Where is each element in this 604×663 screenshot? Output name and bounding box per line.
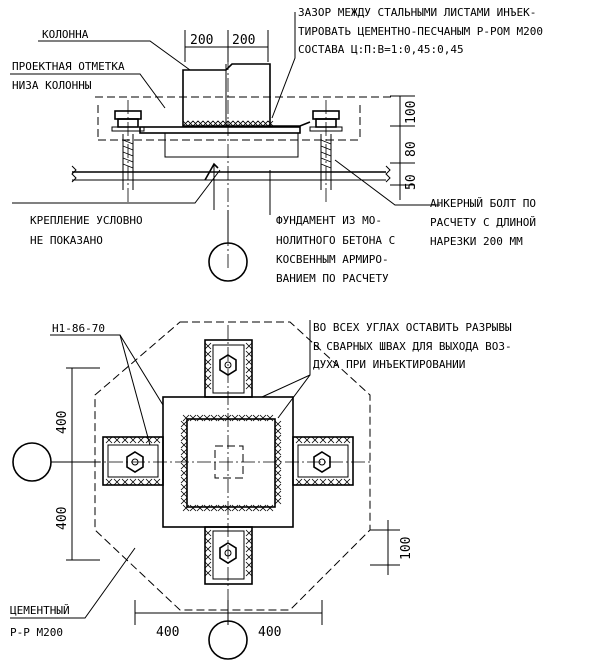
bolt-assembly-right	[292, 436, 354, 486]
label-corners-2: В СВАРНЫХ ШВАХ ДЛЯ ВЫХОДА ВОЗ-	[313, 340, 512, 353]
label-anchor-3: НАРЕЗКИ 200 ММ	[430, 235, 523, 248]
dim-plan-left-upper: 400	[55, 411, 70, 434]
label-fastening-2: НЕ ПОКАЗАНО	[30, 234, 103, 247]
label-anchor-1: АНКЕРНЫЙ БОЛТ ПО	[430, 197, 536, 210]
column-plan	[186, 418, 276, 508]
label-foundation-3: КОСВЕННЫМ АРМИРО-	[276, 253, 389, 266]
label-column: КОЛОННА	[42, 28, 89, 41]
axis-bubble-left	[12, 442, 52, 482]
foundation-outline-plan	[94, 321, 371, 611]
right-anchor-bolt	[270, 100, 343, 205]
bolt-assembly-bottom	[204, 526, 253, 585]
dim-top-right: 200	[232, 33, 255, 48]
dim-plan-left-lower: 400	[55, 507, 70, 530]
dim-plan-bottom-right: 400	[258, 625, 281, 640]
label-corners-1: ВО ВСЕХ УГЛАХ ОСТАВИТЬ РАЗРЫВЫ	[313, 321, 512, 334]
axis-bubble-top	[208, 242, 248, 282]
dim-plan-bottom-left: 400	[156, 625, 179, 640]
label-foundation-1: ФУНДАМЕНТ ИЗ МО-	[276, 214, 382, 227]
label-design-mark-2: НИЗА КОЛОННЫ	[12, 79, 92, 92]
label-fastening-1: КРЕПЛЕНИЕ УСЛОВНО	[30, 214, 143, 227]
label-gap-3: СОСТАВА Ц:П:В=1:0,45:0,45	[298, 43, 464, 56]
label-design-mark-1: ПРОЕКТНАЯ ОТМЕТКА	[12, 60, 125, 73]
label-cement-2: Р-Р М200	[10, 626, 63, 639]
bolt-assembly-left	[102, 436, 164, 486]
axis-bubble-bottom	[208, 620, 248, 660]
dim-top-left: 200	[190, 33, 213, 48]
label-foundation-2: НОЛИТНОГО БЕТОНА С	[276, 234, 395, 247]
label-gap-1: ЗАЗОР МЕЖДУ СТАЛЬНЫМИ ЛИСТАМИ ИНЪЕК-	[298, 6, 536, 19]
label-gap-2: ТИРОВАТЬ ЦЕМЕНТНО-ПЕСЧАНЫМ Р-РОМ М200	[298, 25, 543, 38]
label-h1: Н1-86-70	[52, 322, 105, 335]
dim-side-middle: 80	[404, 141, 419, 157]
left-anchor-bolt	[111, 100, 145, 205]
plan-view: 400 400 100 400 400	[10, 320, 414, 660]
dim-side-lower: 50	[404, 174, 419, 190]
bolt-assembly-top	[204, 339, 253, 398]
dim-side-upper: 100	[404, 101, 419, 124]
section-view: 200 200	[10, 12, 440, 282]
label-anchor-2: РАСЧЕТУ С ДЛИНОЙ	[430, 216, 536, 229]
label-foundation-4: ВАНИЕМ ПО РАСЧЕТУ	[276, 272, 389, 285]
label-cement-1: ЦЕМЕНТНЫЙ	[10, 604, 70, 617]
label-corners-3: ДУХА ПРИ ИНЪЕКТИРОВАНИИ	[313, 358, 465, 371]
dim-plan-right: 100	[399, 537, 414, 560]
